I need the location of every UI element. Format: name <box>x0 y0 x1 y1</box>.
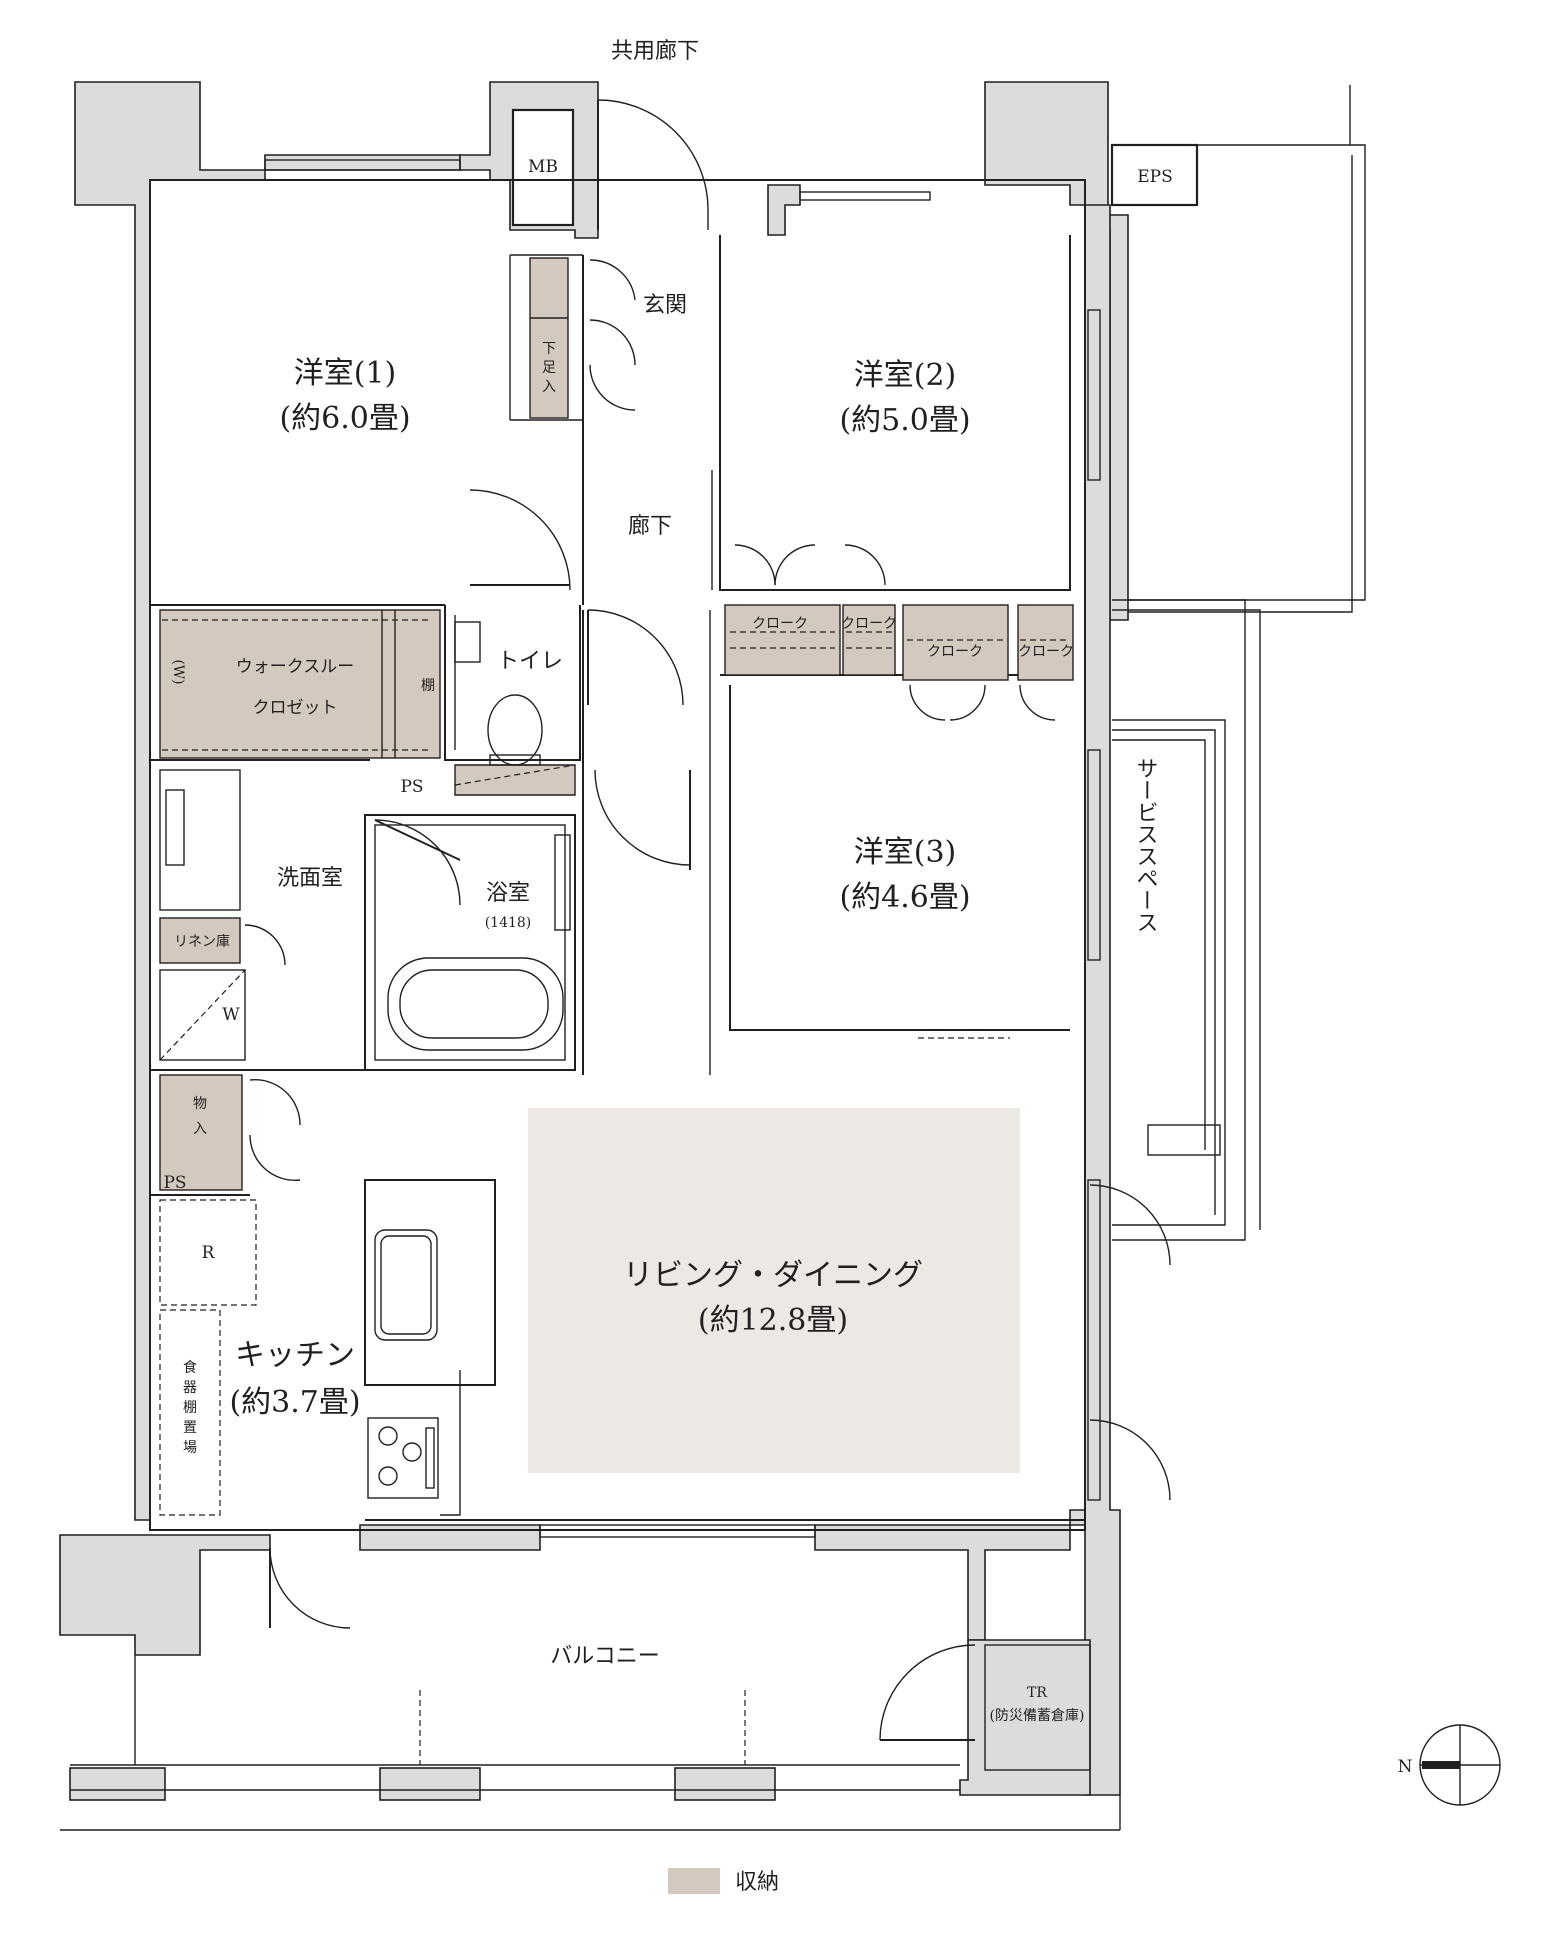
corridor-common-label: 共用廊下 <box>611 39 699 64</box>
washer-label: W <box>222 1005 240 1025</box>
text-labels: 共用廊下 MB EPS 玄関 下 足 入 洋室(1) (約6.0畳) 洋室(2)… <box>163 39 1412 1895</box>
mb-box <box>511 108 575 227</box>
eps-box <box>1110 143 1199 207</box>
shoe-box-label-1: 下 <box>542 341 556 357</box>
fridge-label: R <box>202 1243 216 1263</box>
cooktop <box>367 1417 439 1499</box>
mb-label: MB <box>528 157 558 177</box>
interior-walls <box>149 179 1086 1531</box>
walk-through-closet <box>159 609 441 759</box>
toilet-label: トイレ <box>497 649 563 674</box>
walk-through-label-2: クロゼット <box>253 698 338 718</box>
tr-storage <box>984 1644 1091 1771</box>
legend-swatch <box>668 1868 720 1894</box>
kitchen-name: キッチン <box>235 1338 355 1373</box>
linen-label: リネン庫 <box>174 933 230 950</box>
shoe-box <box>529 257 569 419</box>
doors <box>244 99 1171 1741</box>
tr-label: TR <box>1027 1685 1047 1701</box>
bath-label: 浴室 <box>486 881 530 906</box>
bathtub <box>387 957 564 1051</box>
kitchen-sink <box>374 1229 438 1341</box>
storage-label-1: 物 <box>193 1096 207 1112</box>
legend-storage-label: 収納 <box>735 1870 779 1895</box>
ps-label-1: PS <box>400 777 423 797</box>
entrance-label: 玄関 <box>643 293 687 318</box>
cloak3-label: クローク <box>927 644 983 660</box>
cloak1-label: クローク <box>752 616 808 632</box>
cloak-2 <box>842 604 896 676</box>
shoe-box-label-3: 入 <box>542 379 556 395</box>
kitchen-size: (約3.7畳) <box>229 1385 360 1420</box>
toilet-counter <box>454 764 576 796</box>
balcony-post <box>69 1767 166 1801</box>
wash-basin <box>159 769 241 911</box>
ld-name: リビング・ダイニング <box>623 1258 923 1293</box>
fixtures <box>60 85 1366 1831</box>
balcony-label: バルコニー <box>550 1644 660 1669</box>
pantry-label-3: 棚 <box>183 1400 197 1416</box>
bath-size-label: (1418) <box>485 915 532 931</box>
pantry-label-5: 場 <box>183 1440 197 1456</box>
pantry-label-2: 器 <box>183 1380 197 1396</box>
cloak-4 <box>1017 604 1074 681</box>
storage-areas <box>159 257 1074 1191</box>
tr-desc-label: (防災備蓄倉庫) <box>990 1707 1085 1724</box>
washer-space <box>159 969 246 1061</box>
cloak-1 <box>724 604 841 676</box>
pantry-label-1: 食 <box>183 1359 197 1376</box>
room2-size: (約5.0畳) <box>839 403 970 438</box>
room3-name: 洋室(3) <box>854 835 957 870</box>
compass <box>1419 1724 1501 1806</box>
dashed-details <box>159 619 1070 1516</box>
walk-through-w-label: (W) <box>170 659 186 684</box>
room1-size: (約6.0畳) <box>279 401 410 436</box>
ps-label-2: PS <box>163 1173 186 1193</box>
structural-walls <box>59 81 1199 1801</box>
balcony-post <box>674 1767 776 1801</box>
ld-size: (約12.8畳) <box>698 1303 848 1338</box>
pantry-label-4: 置 <box>183 1420 197 1436</box>
cloak4-label: クローク <box>1018 644 1074 660</box>
eps-label: EPS <box>1137 167 1173 187</box>
living-dining-area <box>528 1108 1020 1473</box>
storage-label-2: 入 <box>193 1121 207 1137</box>
hallway-label: 廊下 <box>628 514 672 539</box>
room1-name: 洋室(1) <box>294 356 397 391</box>
windows <box>264 159 1101 1538</box>
room2-name: 洋室(2) <box>854 358 957 393</box>
cloak-3 <box>902 604 1009 681</box>
storage-closet <box>159 1074 243 1191</box>
balcony-post <box>379 1767 481 1801</box>
shoe-box-label-2: 足 <box>542 360 556 376</box>
walk-through-label-1: ウォークスルー <box>236 657 355 677</box>
compass-n-label: N <box>1398 1757 1413 1777</box>
cloak2-label: クローク <box>841 616 897 632</box>
room3-size: (約4.6畳) <box>839 880 970 915</box>
linen-closet <box>159 917 241 964</box>
washroom-label: 洗面室 <box>277 866 343 891</box>
service-space-label: サービススペース <box>1133 757 1158 933</box>
shelf-label: 棚 <box>421 678 435 694</box>
